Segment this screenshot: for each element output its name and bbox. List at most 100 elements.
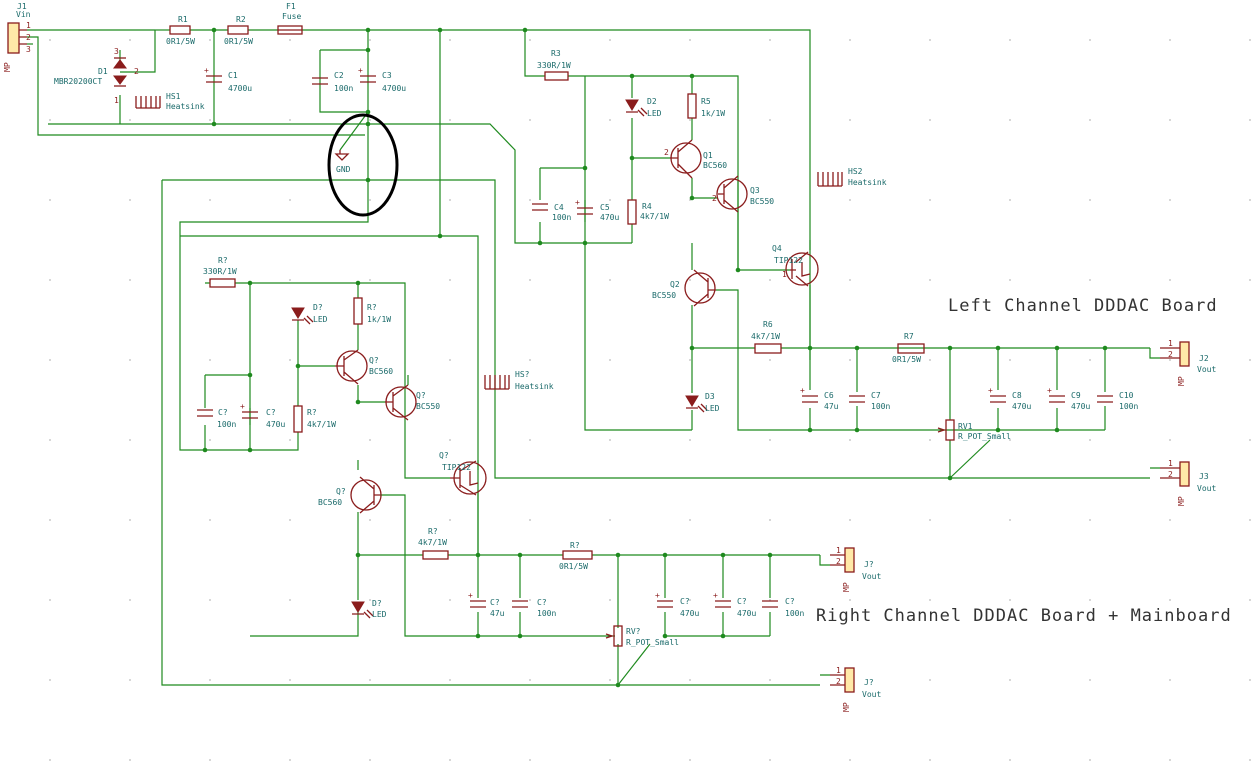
grid-dot [529, 759, 531, 761]
grid-dot [529, 519, 531, 521]
capacitor-c-right-470u-b: + C? 470u [655, 591, 699, 618]
transistor-q-bc560-bottom: Q? BC560 [318, 476, 382, 514]
grid-dot [1169, 759, 1171, 761]
grid-dot [449, 439, 451, 441]
rr2-ref: R? [367, 303, 377, 312]
grid-dot [1089, 199, 1091, 201]
gnd-symbol: GND [334, 150, 351, 174]
d2-value: LED [647, 109, 662, 118]
qr4-value: BC560 [318, 498, 342, 507]
grid-dot [209, 679, 211, 681]
output-connector-j-right-1: 1 2 J? Vout MP [830, 546, 881, 592]
grid-dot [529, 279, 531, 281]
j1-pin-3: 3 [26, 45, 31, 54]
grid-dot [369, 119, 371, 121]
jr1-pin-1: 1 [836, 546, 841, 555]
c6-value: 47u [824, 402, 839, 411]
hsr-value: Heatsink [515, 382, 554, 391]
grid-dot [1249, 279, 1251, 281]
grid-dot [209, 39, 211, 41]
q4-ref: Q4 [772, 244, 782, 253]
jr1-pin-2: 2 [836, 557, 841, 566]
grid-dot [689, 279, 691, 281]
cr1-value: 100n [217, 420, 236, 429]
grid-dot [129, 519, 131, 521]
grid-dot [529, 119, 531, 121]
grid-dot [929, 519, 931, 521]
j2-pin-1: 1 [1168, 339, 1173, 348]
grid-dot [289, 199, 291, 201]
r6-ref: R6 [763, 320, 773, 329]
grid-dot [529, 359, 531, 361]
grid-dot [369, 39, 371, 41]
led-d2: D2 LED [625, 97, 662, 118]
hsr-ref: HS? [515, 370, 530, 379]
j1-value: Vin [16, 10, 31, 19]
rr3-value: 4k7/1W [307, 420, 336, 429]
grid-dot [529, 679, 531, 681]
r5-value: 1k/1W [701, 109, 725, 118]
grid-dot [1169, 599, 1171, 601]
cr2-value: 470u [266, 420, 285, 429]
grid-dot [1089, 759, 1091, 761]
grid-dot [1169, 279, 1171, 281]
grid-dot [609, 519, 611, 521]
r4-value: 4k7/1W [640, 212, 669, 221]
d3-ref: D3 [705, 392, 715, 401]
gnd-annotation-circle [327, 113, 399, 217]
j3-pin-1: 1 [1168, 459, 1173, 468]
grid-dot [1009, 759, 1011, 761]
r2-ref: R2 [236, 15, 246, 24]
grid-dot [1169, 439, 1171, 441]
grid-dot [49, 359, 51, 361]
grid-dot [289, 39, 291, 41]
grid-dot [689, 519, 691, 521]
c3-ref: C3 [382, 71, 392, 80]
cr3-value: 47u [490, 609, 505, 618]
grid-dot [289, 119, 291, 121]
jr1-value: Vout [862, 572, 881, 581]
right-channel-title: Right Channel DDDAC Board + Mainboard [816, 606, 1232, 626]
r7-ref: R7 [904, 332, 914, 341]
jr2-pin-1: 1 [836, 666, 841, 675]
grid-dot [689, 359, 691, 361]
resistor-r-4k7-top: R? 4k7/1W [293, 405, 336, 433]
jr2-ref: J? [864, 678, 874, 687]
transistor-q3: Q3 BC550 2 [712, 175, 774, 213]
hs1-ref: HS1 [166, 92, 181, 101]
grid-dot [929, 199, 931, 201]
q3-value: BC550 [750, 197, 774, 206]
jr2-pin-2: 2 [836, 677, 841, 686]
output-connector-j2: 1 2 J2 Vout MP [1160, 339, 1216, 386]
j2-pin-2: 2 [1168, 350, 1173, 359]
qr3-ref: Q? [439, 451, 449, 460]
grid-dot [369, 279, 371, 281]
c8-ref: C8 [1012, 391, 1022, 400]
c4-ref: C4 [554, 203, 564, 212]
grid-dot [289, 279, 291, 281]
transistor-q1: Q1 BC560 2 [664, 139, 727, 179]
grid-dot [369, 759, 371, 761]
c7-value: 100n [871, 402, 890, 411]
c10-value: 100n [1119, 402, 1138, 411]
qr1-ref: Q? [369, 356, 379, 365]
q4-pin-1: 1 [782, 270, 787, 279]
grid-dot [449, 759, 451, 761]
wires [27, 29, 1160, 686]
grid-dot [1249, 759, 1251, 761]
cr2-ref: C? [266, 408, 276, 417]
grid-dot [49, 519, 51, 521]
grid-dot [289, 359, 291, 361]
jr2-mount: MP [842, 702, 851, 712]
r4-ref: R4 [642, 202, 652, 211]
r5-ref: R5 [701, 97, 711, 106]
grid-dot [769, 279, 771, 281]
rr4-ref: R? [428, 527, 438, 536]
heatsink-hs1: HS1 Heatsink [135, 92, 205, 111]
grid-dot [1169, 119, 1171, 121]
grid-dot [49, 599, 51, 601]
grid-dot [529, 439, 531, 441]
grid-dot [369, 519, 371, 521]
resistor-r-4k7-bottom: R? 4k7/1W [418, 527, 449, 560]
grid-dot [849, 279, 851, 281]
